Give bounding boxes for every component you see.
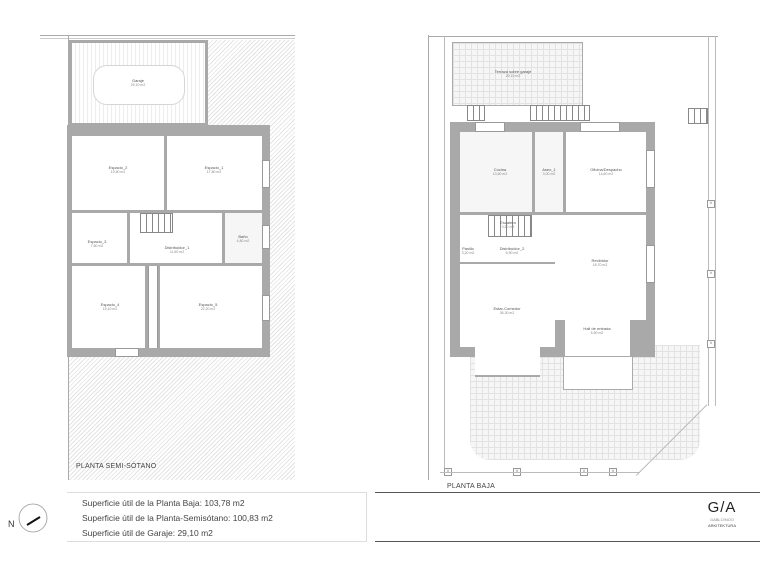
bay-window [475,345,540,377]
window [646,150,655,188]
fence-post: × [707,200,715,208]
room-espacio-5 [160,266,262,348]
logo-mark: G/A [707,499,737,516]
exterior-stairs [688,108,708,124]
property-line [708,36,709,406]
property-line [715,36,716,406]
room-estar-comedor [460,264,555,347]
closet [148,266,158,348]
area-summary: Superficie útil de la Planta Baja: 103,7… [67,492,367,542]
summary-line: Superficie útil de la Planta-Semisótano:… [82,513,273,523]
window [115,348,139,357]
window [475,122,505,132]
entrance-porch [563,357,633,390]
window [262,225,270,249]
window [646,245,655,283]
room-aseo-1 [535,132,563,212]
property-line [428,36,718,37]
room-oficina [566,132,646,212]
room-espacio-1 [167,136,262,210]
room-bano [225,213,262,263]
car-icon [93,65,185,105]
room-hall [565,316,630,356]
summary-line: Superficie útil de la Planta Baja: 103,7… [82,498,245,508]
plan-title-baja: PLANTA BAJA [447,483,495,490]
property-line [444,36,445,476]
window [580,122,620,132]
room-espacio-2 [72,136,164,210]
north-arrow-icon [8,500,48,540]
site-hatch [205,40,295,130]
exterior-stairs [467,105,485,121]
fence-post: × [707,340,715,348]
logo: G/A GABLO/NOO ARKITEKTURA [700,500,744,528]
window [262,160,270,188]
north-label: N [8,519,15,529]
logo-line1: GABLO/NOO [709,517,734,522]
plan-title-semi-sotano: PLANTA SEMI-SÓTANO [76,463,157,470]
fence-line [440,472,640,473]
interior-wall [460,262,555,264]
exterior-stairs [530,105,590,121]
property-line [40,35,295,36]
terrace [452,42,583,106]
room-espacio-3 [72,213,127,263]
divider-line [375,541,760,542]
divider-line [375,492,760,493]
stairs [140,213,173,233]
summary-line: Superficie útil de Garaje: 29,10 m2 [82,528,213,538]
window [262,295,270,321]
room-cocina [460,132,532,212]
property-line [40,38,295,39]
property-line [428,35,429,480]
stairs [488,215,532,237]
logo-line2: ARKITEKTURA [707,523,736,528]
site-hatch [68,355,295,480]
room-espacio-4 [72,266,145,348]
fence-post: × [707,270,715,278]
